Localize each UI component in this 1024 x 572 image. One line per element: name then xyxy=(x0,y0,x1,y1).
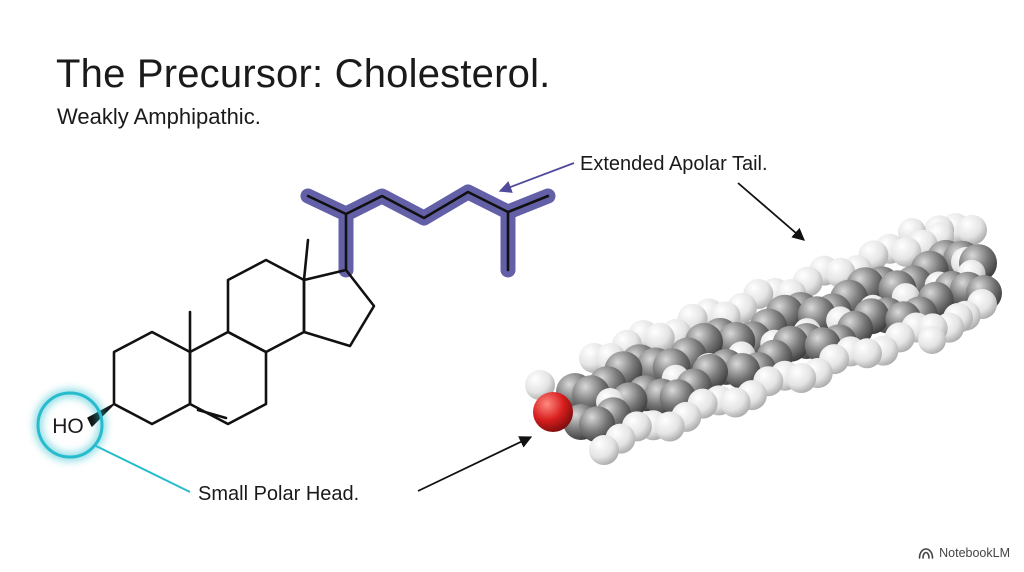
hydrogen-atom xyxy=(720,387,751,418)
side-chain-methyl xyxy=(306,194,348,216)
ring-c xyxy=(226,258,306,354)
hydrogen-atom xyxy=(918,326,946,354)
polar-head-highlight: HO xyxy=(34,389,106,461)
tail-arrow-to-skeletal xyxy=(498,162,575,193)
carbon-atom xyxy=(579,406,616,443)
head-arrow-to-model xyxy=(417,436,533,492)
ring-a xyxy=(112,330,192,426)
skeletal-formula xyxy=(87,190,550,427)
brand-name: NotebookLM xyxy=(939,546,1010,560)
ring-d xyxy=(302,268,376,348)
polar-head-label: Small Polar Head. xyxy=(198,483,359,505)
carbon-atom xyxy=(724,353,761,389)
slide-title: The Precursor: Cholesterol. xyxy=(56,52,551,96)
hydrogen-atom xyxy=(644,322,675,353)
tail-arrow-to-model xyxy=(737,182,805,241)
apolar-tail-highlight xyxy=(300,184,556,278)
hydrogen-atom xyxy=(786,363,817,393)
oxygen-atom xyxy=(533,392,573,432)
double-bond xyxy=(196,408,228,420)
hydrogen-atom xyxy=(654,411,685,442)
space-filling-model xyxy=(525,213,1002,465)
hydroxyl-hydrogen-atom xyxy=(525,370,555,400)
notebooklm-brand: NotebookLM xyxy=(918,546,1010,560)
hydroxyl-label: HO xyxy=(52,415,84,438)
polar-head-connector xyxy=(95,445,191,493)
slide-subtitle: Weakly Amphipathic. xyxy=(57,104,261,129)
hydrogen-atom xyxy=(589,435,619,465)
apolar-tail-label: Extended Apolar Tail. xyxy=(580,153,768,175)
methyl-c13 xyxy=(302,238,310,282)
notebooklm-logo-icon xyxy=(918,548,934,559)
hydrogen-atom xyxy=(957,214,987,245)
hydrogen-atom xyxy=(852,338,882,369)
